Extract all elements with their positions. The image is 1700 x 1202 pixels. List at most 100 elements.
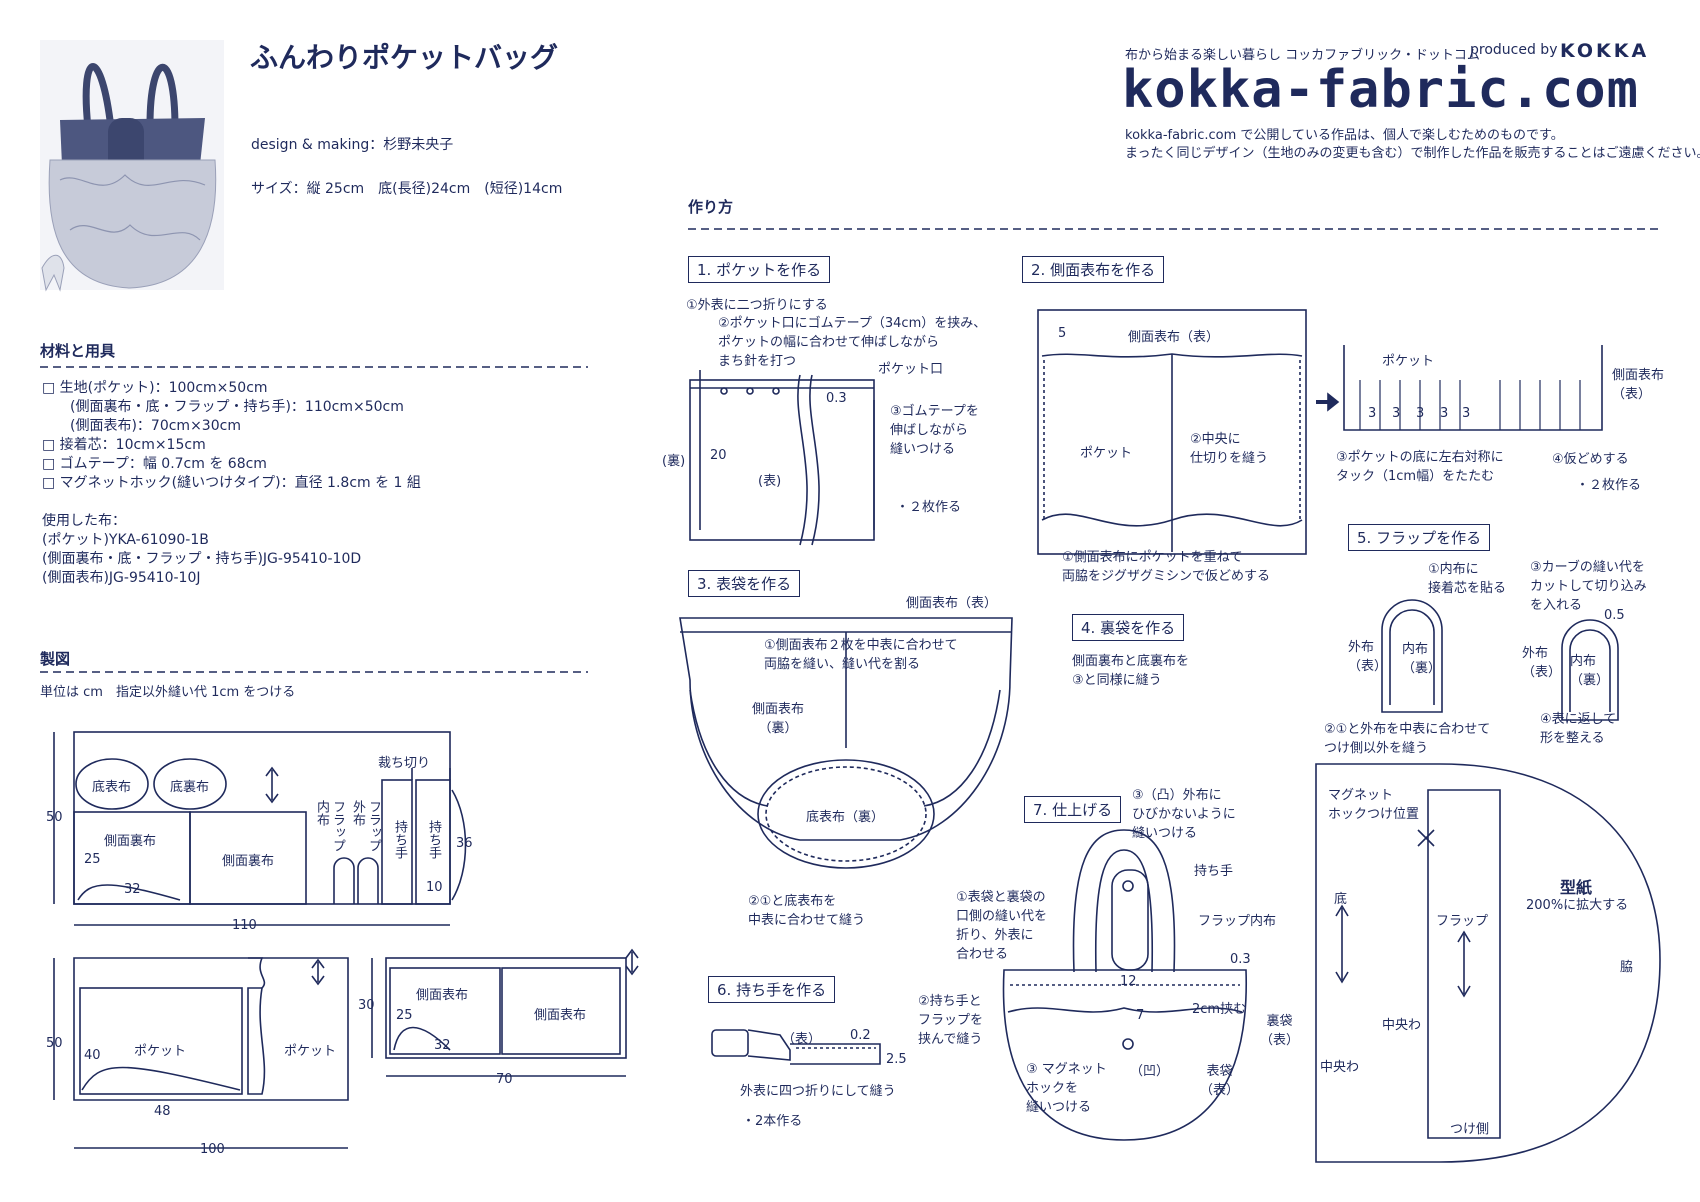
bag-photo	[40, 40, 224, 292]
step7-note2: ②持ち手と フラップを 挟んで縫う	[918, 994, 984, 1047]
step6-title: 6. 持ち手を作る	[708, 976, 836, 1003]
step1-note3: ③ゴムテープを 伸ばしながら 縫いつける	[890, 404, 979, 457]
step6-dim-02: 0.2	[850, 1028, 871, 1043]
step3-drawing	[679, 617, 1013, 869]
step2-side-2: 側面表布 （表）	[1612, 368, 1665, 402]
pattern-scale: 200%に拡大する	[1526, 898, 1629, 913]
step2-note1: ①側面表布にポケットを重ねて 両脇をジグザグミシンで仮どめする	[1062, 550, 1271, 584]
step7-note3: ③（凸）外布に ひびかないように 縫いつける	[1132, 788, 1236, 841]
pattern-title: 型紙	[1560, 878, 1593, 897]
step1-title: 1. ポケットを作る	[688, 256, 831, 283]
notice-line-2: まったく同じデザイン（生地のみの変更も含む）で制作した作品を販売することはご遠慮…	[1125, 146, 1700, 161]
label-side-omote: 側面表布	[416, 988, 469, 1003]
step7-handle: 持ち手	[1194, 864, 1234, 879]
step2-tuck-3a: 3	[1368, 406, 1377, 421]
dim-32b: 32	[434, 1038, 451, 1053]
pattern-magnet: マグネット ホックつけ位置	[1328, 788, 1420, 822]
label-pocket-2: ポケット	[284, 1044, 337, 1059]
step2-tuck-3b: 3	[1392, 406, 1401, 421]
pattern-bottom: 底	[1334, 892, 1348, 907]
used-fabric-1: (ポケット)YKA-61090-1B	[42, 532, 209, 548]
step1-note1: ①外表に二つ折りにする	[686, 298, 828, 313]
step5-title: 5. フラップを作る	[1348, 524, 1491, 551]
seizu-note: 単位は cm 指定以外縫い代 1cm をつける	[40, 685, 296, 700]
step2-center: ②中央に 仕切りを縫う	[1190, 432, 1269, 466]
step5-note3: ③カーブの縫い代を カットして切り込み を入れる	[1530, 560, 1647, 613]
label-side-ura: 側面裏布	[104, 834, 157, 849]
seizu-heading: 製図	[40, 650, 71, 668]
size-info: サイズ：縦 25cm 底(長径)24cm (短径)14cm	[251, 181, 563, 197]
pattern-center-1: 中央わ	[1382, 1018, 1422, 1033]
used-fabric-2: (側面裏布・底・フラップ・持ち手)JG-95410-10D	[42, 551, 362, 567]
step6-text: 外表に四つ折りにして縫う	[740, 1084, 896, 1099]
step2-title: 2. 側面表布を作る	[1022, 256, 1165, 283]
label-flap-outer-2: フラップ	[366, 800, 381, 852]
step6-omote: （表）	[782, 1032, 822, 1047]
separators	[40, 228, 1662, 673]
dim-50a: 50	[46, 810, 63, 825]
pattern-flap: フラップ	[1436, 914, 1489, 929]
dim-32a: 32	[124, 882, 141, 897]
label-side-omote-2: 側面表布	[534, 1008, 587, 1023]
pattern-layout-1	[53, 731, 467, 926]
step5-dim-05: 0.5	[1604, 608, 1625, 623]
material-4: □ 接着芯：10cm×15cm	[42, 437, 206, 453]
step3-title: 3. 表袋を作る	[688, 570, 801, 597]
step1-drawing	[689, 370, 875, 546]
pattern-layout-3	[371, 948, 639, 1077]
step2-pocket: ポケット	[1080, 446, 1133, 461]
step6-count: ・2本作る	[742, 1114, 803, 1129]
label-flap-inner: 内布	[314, 800, 329, 826]
label-handle-2: 持ち手	[426, 820, 441, 859]
step1-ura: (裏)	[662, 454, 686, 469]
step3-side-ura: 側面表布 （裏）	[752, 702, 805, 736]
step2-count: ・２枚作る	[1576, 478, 1642, 493]
tagline: 布から始まる楽しい暮らし コッカファブリック・ドットコム	[1125, 48, 1480, 63]
dim-30: 30	[358, 998, 375, 1013]
dim-25b: 25	[396, 1008, 413, 1023]
step1-note2: ②ポケット口にゴムテープ（34cm）を挟み、 ポケットの幅に合わせて伸ばしながら…	[718, 316, 987, 369]
method-heading: 作り方	[688, 198, 734, 216]
dim-25a: 25	[84, 852, 101, 867]
step5-outer: 外布 （表）	[1348, 640, 1388, 674]
step7-ou: （凹）	[1130, 1064, 1170, 1079]
material-3: (側面表布)：70cm×30cm	[42, 418, 241, 434]
dim-70: 70	[496, 1072, 513, 1087]
step2-tuck-3e: 3	[1462, 406, 1471, 421]
used-fabric-label: 使用した布：	[42, 513, 126, 529]
label-flap-outer: 外布	[350, 800, 365, 826]
step2-note4: ④仮どめする	[1552, 452, 1629, 467]
step3-note1: ①側面表布２枚を中表に合わせて 両脇を縫い、縫い代を割る	[764, 638, 958, 672]
label-flap-inner-2: フラップ	[330, 800, 345, 852]
step6-dim-25: 2.5	[886, 1052, 907, 1067]
step2-side: 側面表布（表）	[1128, 330, 1220, 345]
step2-pocket-2: ポケット	[1382, 354, 1435, 369]
label-tebura: 底裏布	[170, 780, 210, 795]
dim-10: 10	[426, 880, 443, 895]
step7-dim-7: 7	[1136, 1008, 1145, 1023]
paper-pattern	[1315, 763, 1661, 1163]
dim-110: 110	[232, 918, 257, 933]
notice-line-1: kokka-fabric.com で公開している作品は、個人で楽しむためのもので…	[1125, 128, 1564, 143]
label-handle: 持ち手	[392, 820, 407, 859]
pattern-center-2: 中央わ	[1320, 1060, 1360, 1075]
step4-title: 4. 裏袋を作る	[1072, 614, 1185, 641]
step3-side: 側面表布（表）	[906, 596, 998, 611]
step7-dim-12: 12	[1120, 974, 1137, 989]
pattern-attach: つけ側	[1450, 1122, 1490, 1137]
step3-note2: ②①と底表布を 中表に合わせて縫う	[748, 894, 866, 928]
step5-note1: ①内布に 接着芯を貼る	[1428, 562, 1507, 596]
label-cut: 裁ち切り	[378, 756, 431, 771]
step2-tuck-3c: 3	[1416, 406, 1425, 421]
step2-note3: ③ポケットの底に左右対称に タック（1cm幅）をたたむ	[1336, 450, 1504, 484]
step1-dim-03: 0.3	[826, 391, 847, 406]
pattern-layout-2	[53, 957, 349, 1149]
step4-text: 側面裏布と底裏布を ③と同様に縫う	[1072, 654, 1190, 688]
material-6: □ マグネットホック(縫いつけタイプ)：直径 1.8cm を 1 組	[42, 475, 421, 491]
step2-dim-5: 5	[1058, 326, 1067, 341]
step3-bottom: 底表布（裏）	[806, 810, 885, 825]
step6-drawing	[711, 1029, 881, 1065]
step5-note2: ②①と外布を中表に合わせて つけ側以外を縫う	[1324, 722, 1491, 756]
dim-48: 48	[154, 1104, 171, 1119]
